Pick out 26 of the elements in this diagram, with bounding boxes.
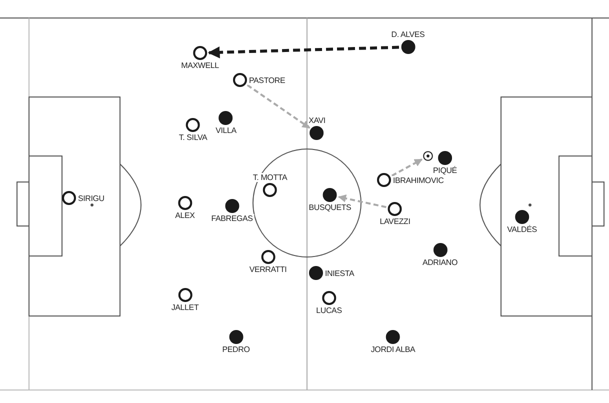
- player-name: T. SILVA: [178, 133, 208, 142]
- player-name: T. MOTTA: [252, 173, 288, 182]
- arrow: [208, 46, 400, 58]
- player-name: FABREGAS: [210, 214, 254, 223]
- player-name: PEDRO: [221, 345, 251, 354]
- arrow: [391, 158, 423, 177]
- player-name: LUCAS: [315, 306, 343, 315]
- player-name: PIQUÉ: [432, 166, 458, 175]
- player-name: XAVI: [308, 116, 326, 125]
- arrow: [246, 84, 310, 129]
- player-name: ADRIANO: [421, 258, 459, 267]
- player-name: VILLA: [214, 126, 238, 135]
- player-name: JORDI ALBA: [370, 345, 416, 354]
- player-name: BUSQUETS: [308, 203, 352, 212]
- player-name: VERRATTI: [248, 265, 288, 274]
- player-name: MAXWELL: [180, 61, 220, 70]
- player-name: D. ALVES: [390, 30, 426, 39]
- player-name: IBRAHIMOVIC: [392, 176, 445, 184]
- player-name: INIESTA: [324, 268, 356, 278]
- arrow: [338, 194, 386, 208]
- player-name: JALLET: [170, 303, 200, 312]
- player-name: ALEX: [174, 211, 196, 220]
- player-name: VALDÉS: [506, 225, 538, 234]
- player-name: PASTORE: [248, 76, 286, 84]
- player-name: SIRIGU: [77, 194, 106, 202]
- player-name: LAVEZZI: [378, 217, 412, 226]
